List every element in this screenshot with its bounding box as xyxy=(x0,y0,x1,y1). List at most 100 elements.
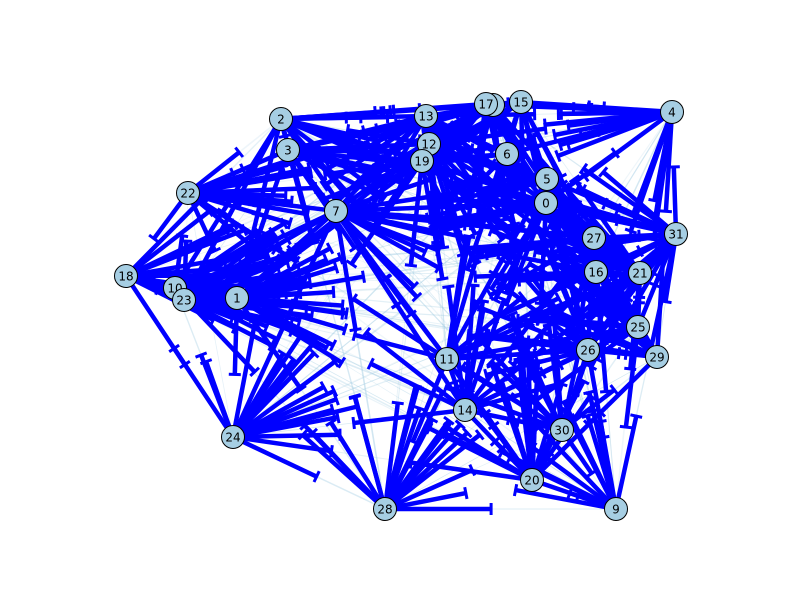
arrowhead-11-7 xyxy=(380,273,393,284)
arrowhead-28-3 xyxy=(348,394,361,401)
arrow-20-30 xyxy=(535,451,551,473)
arrowhead-22-12 xyxy=(306,162,312,175)
node-label-7: 7 xyxy=(332,205,340,219)
arrowhead-19-22 xyxy=(322,168,328,181)
node-circle-0 xyxy=(534,191,558,215)
node-1: 1 xyxy=(225,286,249,310)
arrow-31-15 xyxy=(601,170,670,230)
node-label-3: 3 xyxy=(284,144,292,158)
arrow-14-12 xyxy=(446,286,466,401)
arrowhead-29-8 xyxy=(585,251,598,261)
arrowhead-27-23 xyxy=(483,248,489,261)
arrowhead-6-4 xyxy=(594,124,601,138)
arrowhead-24-12 xyxy=(297,326,310,337)
arrowhead-30-7 xyxy=(486,356,497,367)
arrowhead-10-30 xyxy=(288,324,296,338)
arrowhead-23-20 xyxy=(267,339,276,352)
arrowhead-24-13 xyxy=(277,349,290,358)
arrowhead-29-19 xyxy=(554,269,565,281)
arrowhead-19-28 xyxy=(404,263,418,268)
arrowhead-27-2 xyxy=(479,189,487,203)
arrow-30-15 xyxy=(546,324,564,421)
arrowhead-11-27 xyxy=(517,291,528,303)
arrowhead-27-28 xyxy=(523,317,535,327)
node-3: 3 xyxy=(276,138,300,162)
arrow-28-26 xyxy=(391,433,482,505)
arrowhead-4-12 xyxy=(566,119,571,132)
arrowhead-26-9 xyxy=(597,434,610,440)
arrowhead-27-18 xyxy=(464,242,469,255)
arrowhead-19-18 xyxy=(321,192,329,205)
arrow-7-0 xyxy=(345,204,442,213)
arrow-24-28 xyxy=(241,439,318,479)
arrowhead-12-9 xyxy=(469,229,482,238)
node-20: 20 xyxy=(520,468,544,492)
arrow-28-27 xyxy=(389,425,451,503)
arrowhead-22-17 xyxy=(309,149,316,163)
arrowhead-4-29 xyxy=(659,209,672,214)
node-24: 24 xyxy=(221,425,245,449)
arrowhead-1-0 xyxy=(332,261,340,274)
arrowhead-30-0 xyxy=(547,309,560,314)
arrowhead-22-2 xyxy=(234,146,245,158)
arrow-1-20 xyxy=(244,301,343,365)
arrowhead-19-14 xyxy=(436,276,449,282)
node-25: 25 xyxy=(626,315,650,339)
node-circle-31 xyxy=(664,222,688,246)
arrowhead-15-28 xyxy=(481,198,494,206)
arrow-22-2 xyxy=(194,150,241,189)
arrowhead-1-5 xyxy=(336,252,345,265)
arrow-30-9 xyxy=(565,437,594,475)
arrowhead-23-13 xyxy=(268,226,278,239)
arrowhead-24-28 xyxy=(312,470,321,483)
arrowhead-10-28 xyxy=(249,366,261,377)
arrow-28-12 xyxy=(383,402,401,500)
arrowhead-24-23 xyxy=(199,358,213,366)
arrow-31-28 xyxy=(585,239,671,320)
arrow-17-23 xyxy=(403,107,479,159)
arrowhead-23-26 xyxy=(309,309,315,322)
arrow-24-15 xyxy=(237,339,318,431)
node-label-1: 1 xyxy=(233,292,241,306)
node-13: 13 xyxy=(414,104,438,128)
node-circle-9 xyxy=(604,497,628,521)
arrowhead-22-18 xyxy=(148,233,160,244)
arrow-31-25 xyxy=(653,242,675,286)
arrow-7-28 xyxy=(335,220,358,330)
arrow-4-13 xyxy=(561,109,663,117)
arrow-22-1 xyxy=(190,201,217,252)
arrowhead-14-7 xyxy=(391,300,403,310)
node-label-11: 11 xyxy=(439,353,454,367)
arrowhead-1-29 xyxy=(344,307,349,320)
arrowhead-19-0 xyxy=(486,177,494,191)
node-circle-3 xyxy=(276,138,300,162)
arrow-18-19 xyxy=(134,227,246,275)
arrow-20-18 xyxy=(428,426,525,478)
arrowhead-26-24 xyxy=(483,368,490,382)
arrowhead-26-12 xyxy=(519,263,531,274)
arrow-19-14 xyxy=(421,170,445,280)
node-circle-17 xyxy=(474,92,498,116)
arrow-13-7 xyxy=(374,121,421,170)
node-label-31: 31 xyxy=(668,228,683,242)
node-22: 22 xyxy=(176,181,200,205)
arrow-19-24 xyxy=(349,168,419,266)
arrow-7-30 xyxy=(341,216,416,289)
arrowhead-28-22 xyxy=(325,418,337,427)
node-label-20: 20 xyxy=(524,474,539,488)
arrow-22-18 xyxy=(152,199,184,241)
arrow-28-3 xyxy=(352,396,385,500)
arrowhead-23-17 xyxy=(279,228,289,241)
arrowhead-27-13 xyxy=(498,166,509,178)
arrowhead-28-21 xyxy=(462,427,473,439)
arrowhead-1-14 xyxy=(329,339,338,352)
node-circle-13 xyxy=(414,104,438,128)
arrowhead-24-18 xyxy=(168,343,180,354)
arrowhead-31-14 xyxy=(575,307,586,320)
arrow-18-2 xyxy=(131,196,205,271)
arrowhead-19-4 xyxy=(531,132,538,146)
arrowhead-23-4 xyxy=(292,250,300,264)
arrowhead-28-4 xyxy=(443,415,455,426)
node-circle-20 xyxy=(520,468,544,492)
arrowhead-31-8 xyxy=(578,162,589,175)
